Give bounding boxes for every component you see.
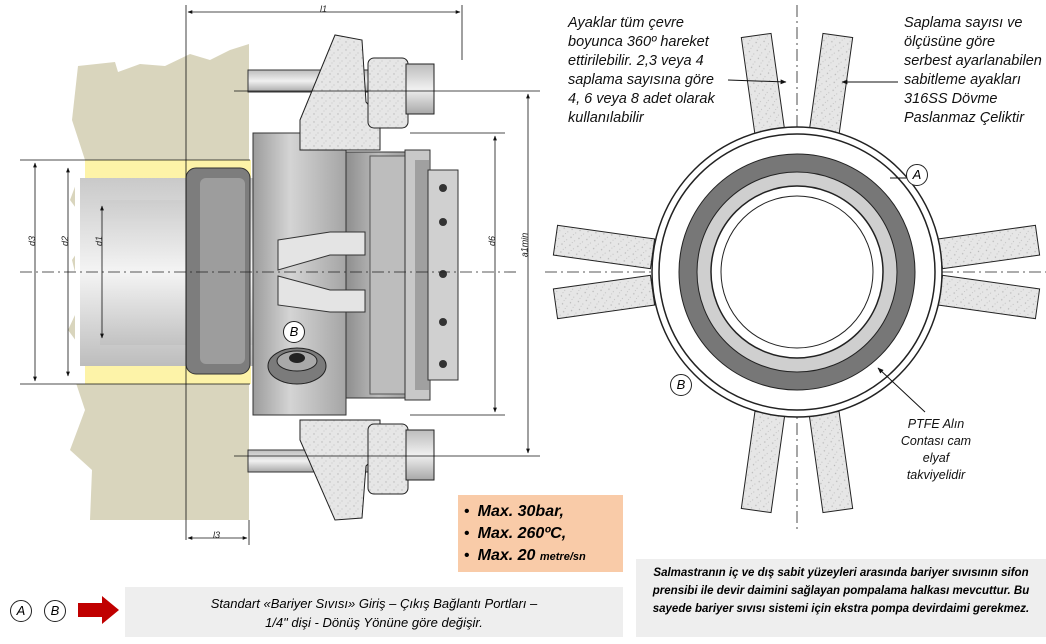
marker-b-front: B <box>670 374 692 396</box>
dim-d2: d2 <box>60 235 71 247</box>
legend-marker-b: B <box>44 600 66 622</box>
red-arrow-icon <box>78 596 119 624</box>
dim-d3: d3 <box>27 235 38 247</box>
marker-a-front: A <box>906 164 928 186</box>
legend-box: Standart «Bariyer Sıvısı» Giriş – Çıkış … <box>125 587 623 637</box>
info-box: Salmastranın iç ve dış sabit yüzeyleri a… <box>636 559 1046 637</box>
spring-top <box>277 231 366 271</box>
spec-pressure: Max. 30bar, <box>464 501 623 523</box>
dim-d1: d1 <box>94 235 105 247</box>
dim-l3: l3 <box>213 530 221 540</box>
annotation-arrows <box>727 79 926 413</box>
dim-d6: d6 <box>487 235 498 247</box>
marker-b-section: B <box>283 321 305 343</box>
set-screws <box>439 184 447 368</box>
nut-top <box>367 57 409 129</box>
spring-bottom <box>277 275 366 313</box>
legend-marker-a: A <box>10 600 32 622</box>
legend-line-1: Standart «Bariyer Sıvısı» Giriş – Çıkış … <box>210 596 538 611</box>
note-ptfe: PTFE Alın Contası cam elyaf takviyelidir <box>900 417 972 482</box>
spec-speed-unit: metre/sn <box>539 551 586 563</box>
dimension-lines <box>20 5 540 545</box>
gland-body-inner <box>369 155 411 395</box>
note-fixing-legs: Saplama sayısı ve ölçüsüne göre serbest … <box>904 15 1042 126</box>
spec-speed: Max. 20 metre/sn <box>464 545 623 568</box>
spec-temperature: Max. 260ºC, <box>464 523 623 545</box>
note-legs-rotation: Ayaklar tüm çevre boyunca 360º hareket e… <box>568 15 715 126</box>
spec-box: Max. 30bar, Max. 260ºC, Max. 20 metre/sn <box>458 495 623 572</box>
legend-line-2: 1/4" dişi - Dönüş Yönüne göre değişir. <box>265 615 483 630</box>
nut-bottom <box>367 423 409 495</box>
dim-l1: l1 <box>320 4 328 14</box>
dim-a1min: a1min <box>519 232 530 258</box>
